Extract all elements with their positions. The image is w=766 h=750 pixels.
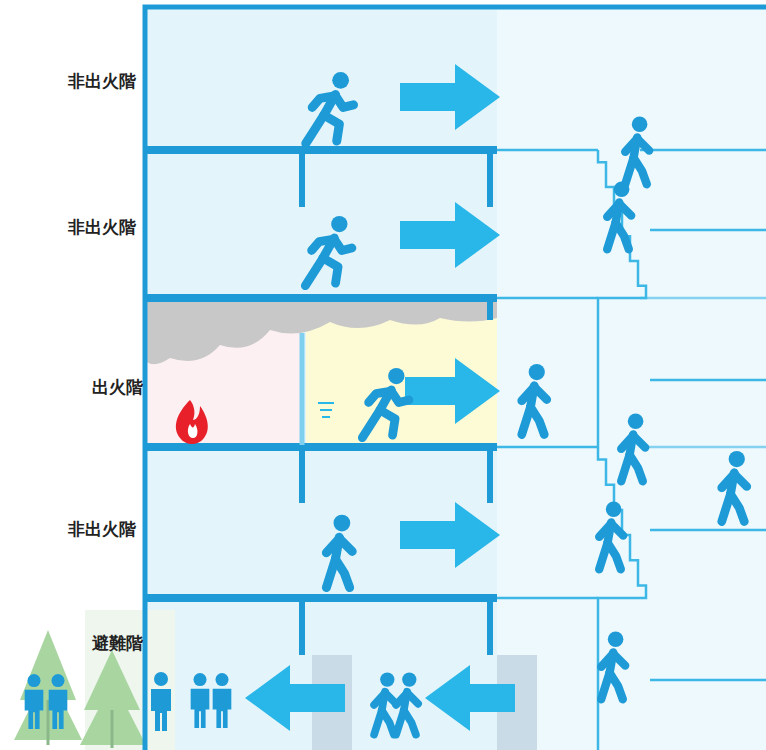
floor-label: 非出火階 [68, 519, 136, 539]
floor-label: 避難階 [92, 633, 143, 653]
floor-label: 出火階 [92, 377, 143, 397]
floor-label: 非出火階 [68, 71, 136, 91]
floor-label: 非出火階 [68, 217, 136, 237]
